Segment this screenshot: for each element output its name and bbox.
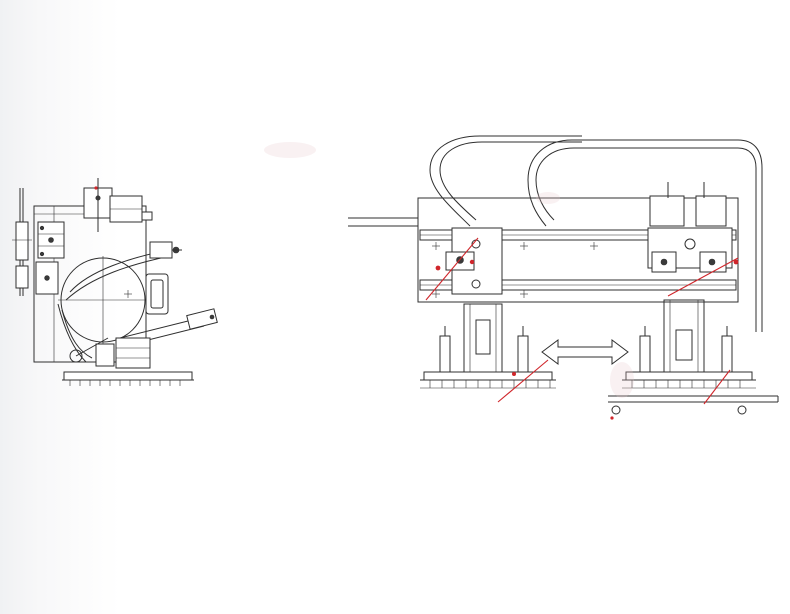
front-view-drawing [348,135,779,415]
travel-arrow-icon [541,339,629,365]
scan-smudges [264,142,634,398]
side-view-drawing [12,178,218,386]
red-markup [94,186,739,420]
